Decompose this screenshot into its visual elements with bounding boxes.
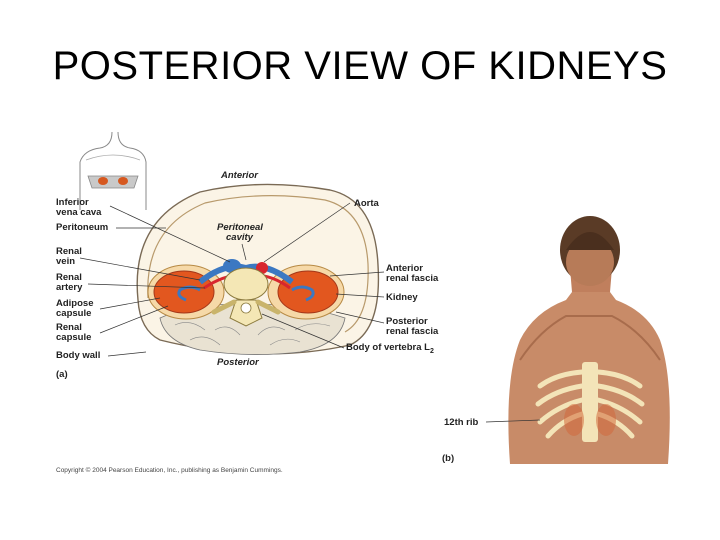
label-body-wall: Body wall <box>56 350 101 361</box>
label-renal-artery-1: Renal <box>56 272 82 283</box>
label-peritoneum: Peritoneum <box>56 222 109 233</box>
label-adipose-capsule-2: capsule <box>56 308 92 319</box>
label-posterior: Posterior <box>217 357 259 368</box>
label-renal-vein-1: Renal <box>56 246 82 257</box>
label-aorta: Aorta <box>354 198 379 209</box>
copyright-notice: Copyright © 2004 Pearson Education, Inc.… <box>56 467 283 474</box>
label-renal-capsule-2: capsule <box>56 332 92 343</box>
label-body-of-vertebra-sub: 2 <box>429 347 434 355</box>
peritoneum-outline <box>147 195 369 333</box>
label-posterior-renal-fascia-2: renal fascia <box>386 326 439 337</box>
label-anterior-renal-fascia-1: Anterior <box>386 263 423 274</box>
label-body-of-vertebra: Body of vertebra L2 <box>346 343 434 357</box>
label-peritoneal-cavity-1: Peritoneal <box>217 222 263 233</box>
label-peritoneal-cavity-2: cavity <box>226 232 253 243</box>
label-anterior: Anterior <box>221 170 258 181</box>
label-renal-artery-2: artery <box>56 282 83 293</box>
vertebra-l2 <box>211 267 281 327</box>
slide-title: POSTERIOR VIEW OF KIDNEYS <box>52 44 668 88</box>
posterior-back-photo <box>485 216 670 464</box>
label-anterior-renal-fascia-2: renal fascia <box>386 273 439 284</box>
label-12th-rib: 12th rib <box>444 417 479 428</box>
label-posterior-renal-fascia-1: Posterior <box>386 316 428 327</box>
label-panel-a: (a) <box>56 369 68 380</box>
orientation-torso-icon <box>79 131 147 210</box>
label-inferior-vena-cava-1: Inferior <box>56 197 89 208</box>
label-adipose-capsule-1: Adipose <box>56 298 94 309</box>
label-panel-b: (b) <box>442 453 455 464</box>
label-body-of-vertebra-text: Body of vertebra L <box>346 342 430 353</box>
label-renal-vein-2: vein <box>56 256 76 267</box>
label-renal-capsule-1: Renal <box>56 322 82 333</box>
label-kidney: Kidney <box>386 292 418 303</box>
label-inferior-vena-cava-2: vena cava <box>56 207 102 218</box>
